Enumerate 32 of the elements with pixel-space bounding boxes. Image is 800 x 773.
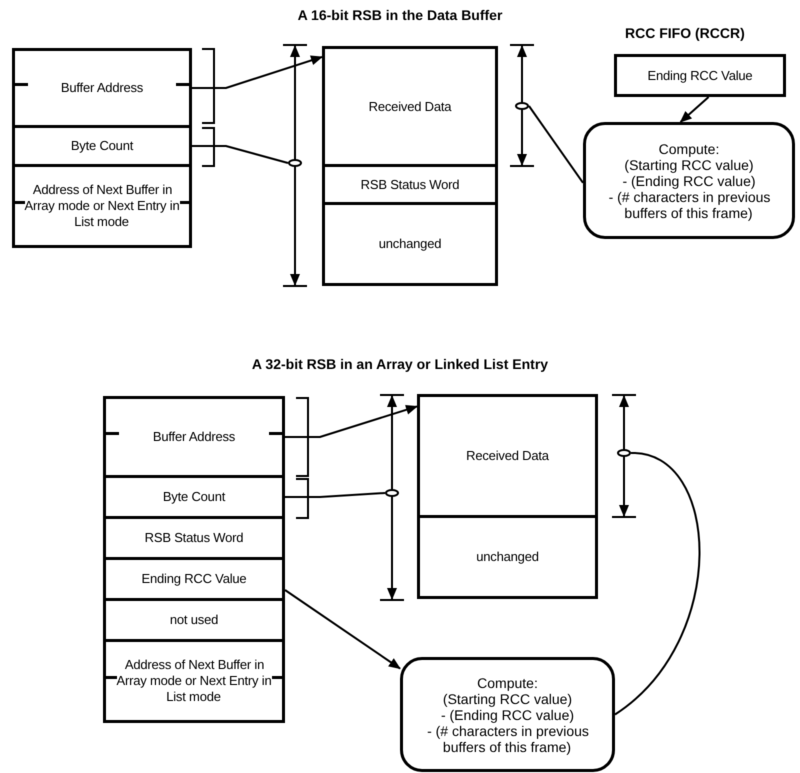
compute-box: Compute: (Starting RCC value) - (Ending RCC value) - (# characters in previous buffers of this frame) <box>400 657 615 772</box>
connector-line <box>285 492 386 498</box>
register-field: Ending RCC Value <box>614 54 786 97</box>
connector-line <box>614 452 700 716</box>
oval-marker <box>617 449 631 457</box>
register-field: Buffer Address <box>103 396 285 478</box>
register-field: Byte Count <box>12 125 192 167</box>
register-field: Address of Next Buffer in Array mode or Next Entry in List mode <box>12 164 192 248</box>
register-field: Byte Count <box>103 475 285 519</box>
connector-line <box>192 145 288 164</box>
section-title: A 32-bit RSB in an Array or Linked List Entry <box>252 356 548 372</box>
register-field: Buffer Address <box>12 48 192 128</box>
register-field: Received Data <box>417 394 598 518</box>
register-field: Address of Next Buffer in Array mode or Next Entry in List mode <box>103 639 285 723</box>
section-title: A 16-bit RSB in the Data Buffer <box>298 7 502 23</box>
arrow <box>680 96 710 123</box>
compute-box: Compute: (Starting RCC value) - (Ending RCC value) - (# characters in previous buffers of this frame) <box>583 122 795 239</box>
oval-marker <box>288 159 302 167</box>
oval-marker <box>515 102 529 110</box>
register-field: RSB Status Word <box>322 164 498 205</box>
arrow <box>284 589 401 670</box>
register-field: unchanged <box>322 202 498 286</box>
connector-line <box>528 105 584 184</box>
arrow <box>285 404 418 438</box>
arrow <box>192 56 323 89</box>
oval-marker <box>385 489 399 497</box>
register-field: unchanged <box>417 515 598 599</box>
register-field: Ending RCC Value <box>103 557 285 601</box>
register-field: not used <box>103 598 285 642</box>
register-field: RSB Status Word <box>103 516 285 560</box>
heading: RCC FIFO (RCCR) <box>625 25 745 41</box>
register-field: Received Data <box>322 46 498 167</box>
